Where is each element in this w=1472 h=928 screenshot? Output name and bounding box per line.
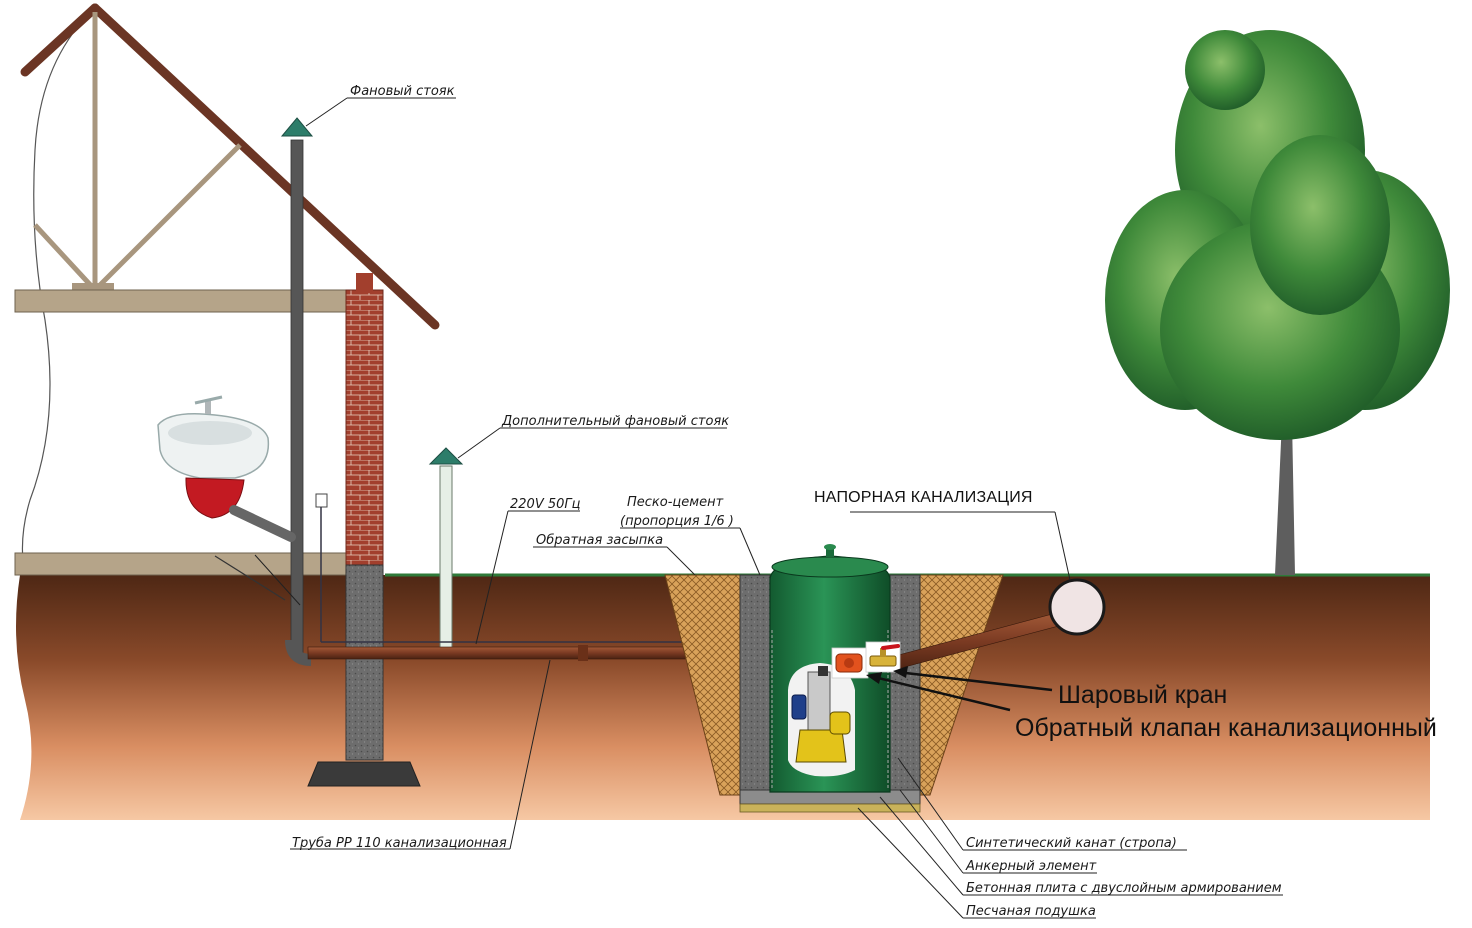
- pressure-pipe: [879, 578, 1106, 673]
- label-rope: Синтетический канат (стропа): [966, 836, 1177, 851]
- label-backfill: Обратная засыпка: [536, 533, 663, 548]
- labels: Фановый стояк Дополнительный фановый сто…: [292, 84, 1437, 919]
- pump-icon: [788, 663, 855, 777]
- sink-icon: [157, 395, 296, 542]
- check-valve-icon: [831, 647, 869, 679]
- sewer-pipe: [307, 645, 769, 661]
- label-check-valve: Обратный клапан канализационный: [1015, 714, 1437, 742]
- tree-icon: [1105, 30, 1450, 575]
- pump-pit: [664, 574, 1004, 813]
- vent-cap-icon: [428, 447, 464, 465]
- label-slab: Бетонная плита с двуслойным армированием: [966, 881, 1282, 896]
- label-sand-cushion: Песчаная подушка: [966, 904, 1096, 919]
- label-ball-valve: Шаровый кран: [1058, 681, 1227, 709]
- label-sand-cement-ratio: (пропорция 1/6 ): [620, 514, 734, 529]
- ball-valve-icon: [865, 641, 901, 673]
- label-vent-stack: Фановый стояк: [350, 84, 455, 99]
- label-power: 220V 50Гц: [510, 497, 581, 512]
- vent-cap-icon: [280, 117, 314, 137]
- label-sand-cement: Песко-цемент: [627, 495, 724, 510]
- vent-stack: [280, 117, 314, 666]
- label-anchor: Анкерный элемент: [965, 859, 1097, 874]
- leader-lines: [254, 97, 1283, 919]
- label-pressure-sewer: НАПОРНАЯ КАНАЛИЗАЦИЯ: [814, 489, 1033, 506]
- label-extra-vent-stack: Дополнительный фановый стояк: [501, 414, 729, 429]
- house: [14, 3, 440, 787]
- label-pipe: Труба PP 110 канализационная: [292, 836, 507, 851]
